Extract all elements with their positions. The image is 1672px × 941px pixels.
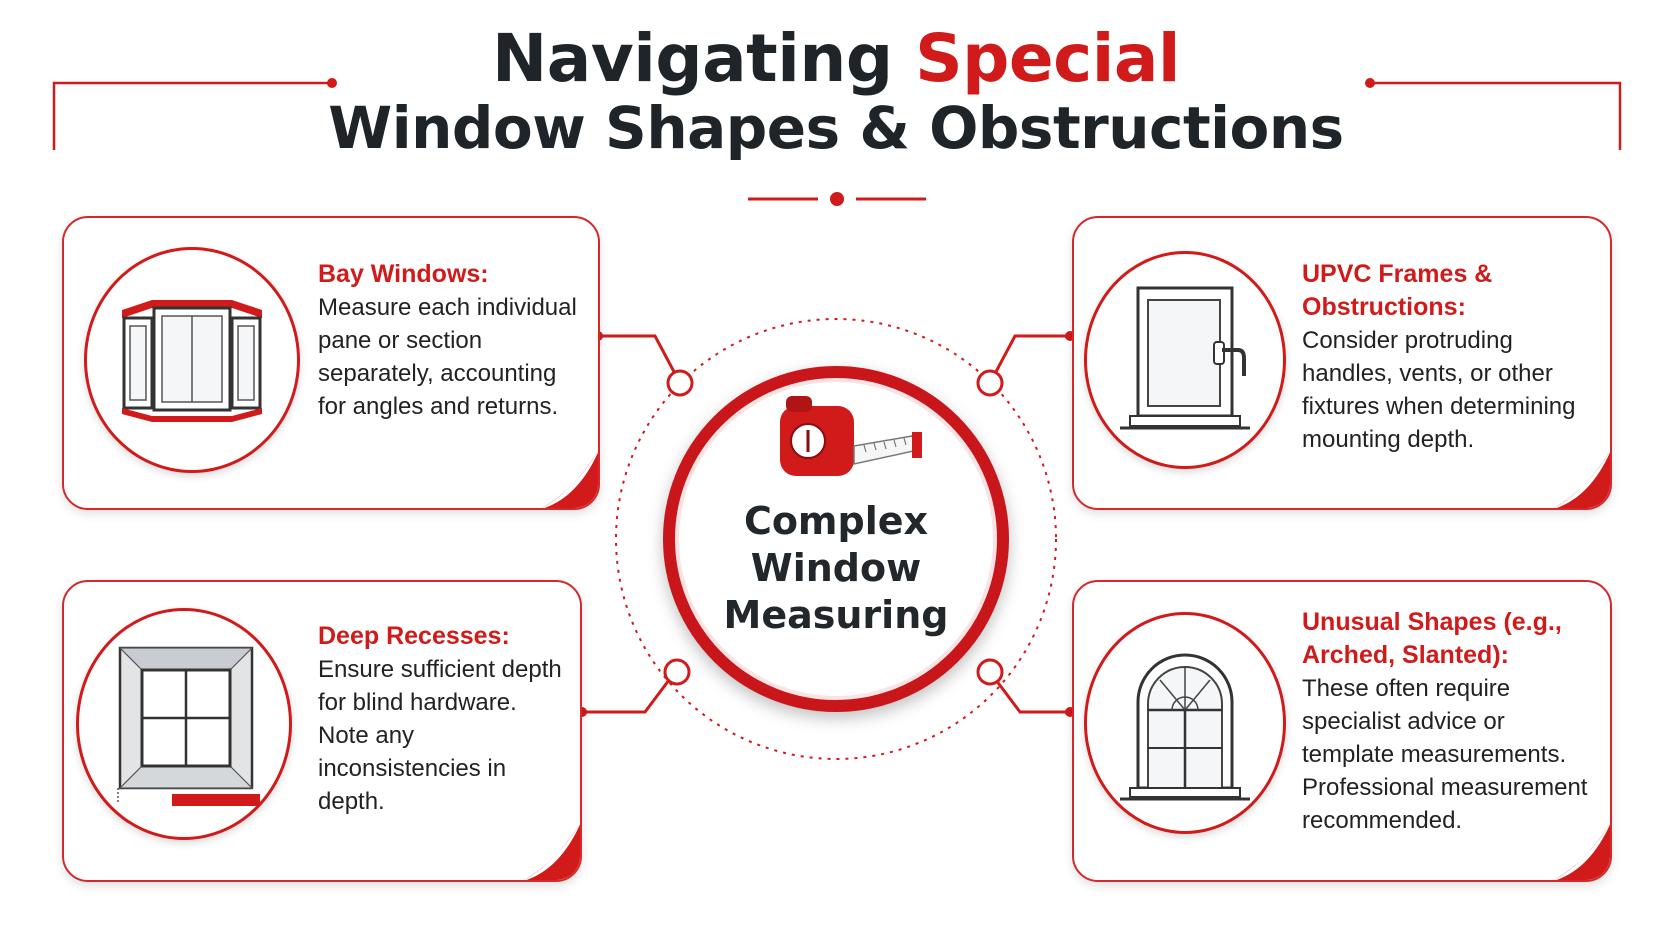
arched-window-icon xyxy=(1084,612,1286,834)
page-title: Navigating Special Window Shapes & Obstr… xyxy=(0,22,1672,161)
card-bay-windows-text: Bay Windows: Measure each individual pan… xyxy=(318,258,580,423)
tape-measure-icon xyxy=(780,396,922,476)
card-deep-recesses-text: Deep Recesses: Ensure sufficient depth f… xyxy=(318,620,568,818)
page-curl-icon xyxy=(541,451,598,508)
title-line-2: Window Shapes & Obstructions xyxy=(328,93,1344,162)
card-body: Measure each individual pane or section … xyxy=(318,294,577,420)
recessed-window-icon xyxy=(76,608,292,840)
card-heading: Unusual Shapes (e.g., Arched, Slanted): xyxy=(1302,608,1562,669)
card-body: Consider protruding handles, vents, or o… xyxy=(1302,327,1576,453)
card-heading: Deep Recesses: xyxy=(318,622,510,650)
page-curl-icon xyxy=(1553,451,1610,508)
card-heading: UPVC Frames & Obstructions: xyxy=(1302,260,1493,321)
card-heading: Bay Windows: xyxy=(318,260,489,288)
upvc-window-handle-icon xyxy=(1084,251,1286,469)
page-curl-icon xyxy=(1553,823,1610,880)
card-body: These often require specialist advice or… xyxy=(1302,675,1588,834)
title-line-1: Navigating Special xyxy=(0,22,1672,96)
card-upvc-frames-text: UPVC Frames & Obstructions: Consider pro… xyxy=(1302,258,1594,456)
page-curl-icon xyxy=(523,823,580,880)
bay-window-icon xyxy=(84,247,300,473)
card-unusual-shapes-text: Unusual Shapes (e.g., Arched, Slanted): … xyxy=(1302,606,1598,837)
card-body: Ensure sufficient depth for blind hardwa… xyxy=(318,656,562,815)
center-label: Complex Window Measuring xyxy=(723,499,949,637)
title-prefix: Navigating xyxy=(491,20,893,97)
title-accent: Special xyxy=(915,20,1181,97)
